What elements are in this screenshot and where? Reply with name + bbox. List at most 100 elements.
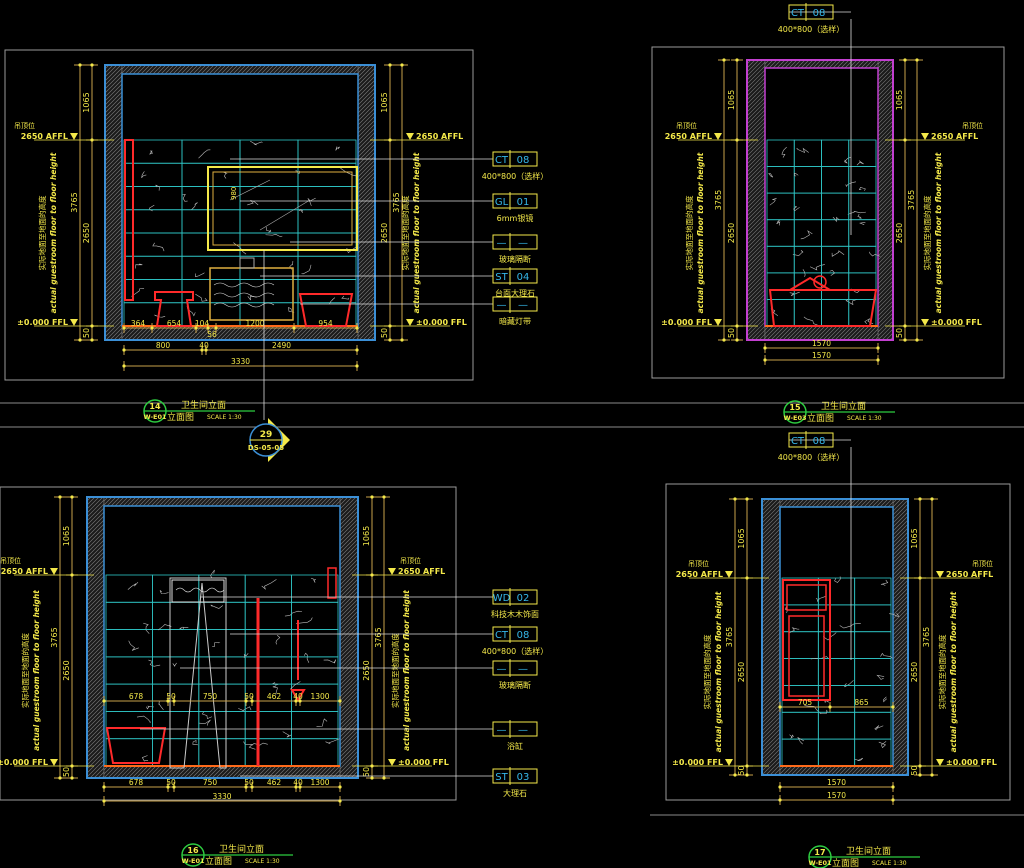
- marble-vein: [797, 737, 805, 745]
- marble-vein: [822, 632, 837, 641]
- dimension-value: 1065: [737, 528, 746, 548]
- tag-number: 01: [517, 197, 530, 208]
- ceiling-label: 吊顶位: [676, 121, 697, 130]
- level-marker-icon: [714, 319, 722, 326]
- cabinet-door: [782, 579, 831, 701]
- level-value: ±0.000 FFL: [398, 758, 449, 767]
- marble-vein: [341, 295, 350, 300]
- wall-hatch: [86, 496, 105, 779]
- tag-label: 台面大理石: [495, 288, 535, 298]
- marble-vein: [238, 706, 252, 711]
- dimension-value: 1300: [310, 778, 329, 787]
- marble-vein: [251, 742, 268, 746]
- marble-vein: [856, 160, 864, 166]
- tag-number: —: [518, 725, 528, 736]
- marble-vein: [858, 186, 866, 191]
- dimension-value: 1570: [812, 339, 831, 348]
- height-note-cn: 实际地面至地面的高度: [702, 634, 712, 709]
- level-value: ±0.000 FFL: [416, 318, 467, 327]
- height-note-en: actual guestroom floor to floor height: [714, 591, 723, 752]
- level-marker-icon: [725, 571, 733, 578]
- marble-vein: [793, 206, 800, 212]
- mirror-inner: [212, 171, 353, 246]
- dimension-node: [244, 699, 248, 703]
- dimension-value: 750: [203, 778, 218, 787]
- material-tag-box: [492, 626, 538, 642]
- marble-vein: [141, 755, 149, 762]
- dimension-node: [292, 326, 296, 330]
- dimension-node: [918, 497, 922, 501]
- dimension-value: 40: [199, 341, 209, 350]
- marble-vein: [800, 230, 813, 240]
- ceiling-label: 吊顶位: [400, 556, 421, 565]
- marble-vein: [796, 147, 809, 154]
- dimension-value: 50: [166, 692, 176, 701]
- height-note-en: actual guestroom floor to floor height: [402, 590, 411, 751]
- toilet: [154, 291, 194, 327]
- level-marker-icon: [70, 133, 78, 140]
- dimension-node: [733, 773, 737, 777]
- tag-number: 08: [517, 155, 530, 166]
- level-marker-icon: [936, 571, 944, 578]
- dimension-node: [722, 338, 726, 342]
- dimension-value: 705: [798, 698, 813, 707]
- level-marker-icon: [70, 319, 78, 326]
- marble-vein: [876, 674, 885, 680]
- dimension-value: 56: [207, 330, 217, 339]
- material-tag-box: [492, 721, 538, 737]
- dimension-value: 50: [727, 328, 736, 338]
- view-title: 卫生间立面: [181, 399, 226, 411]
- dimension-node: [172, 785, 176, 789]
- view-frame: [651, 46, 1005, 379]
- ceiling-label: 吊顶位: [0, 556, 21, 565]
- marble-vein: [874, 725, 884, 731]
- marble-vein: [789, 734, 794, 739]
- level-value: ±0.000 FFL: [931, 318, 982, 327]
- dimension-node: [338, 785, 342, 789]
- dimension-value: 1200: [245, 319, 264, 328]
- dimension-node: [733, 497, 737, 501]
- cabinet-upper-panel: [786, 584, 827, 611]
- marble-vein: [198, 149, 211, 159]
- marble-vein: [789, 291, 800, 297]
- dimension-node: [355, 364, 359, 368]
- marble-vein: [847, 210, 866, 215]
- dimension-node: [930, 773, 934, 777]
- section-sheet: DS-05-05: [248, 444, 284, 452]
- tag-label: 400*800（选样）: [482, 171, 549, 181]
- mirror-dim: 980: [230, 187, 238, 200]
- dimension-value: 2650: [62, 660, 71, 680]
- dimension-node: [122, 326, 126, 330]
- marble-vein: [329, 297, 336, 305]
- tag-code: —: [497, 725, 507, 736]
- dimension-node: [90, 63, 94, 67]
- dimension-node: [200, 348, 204, 352]
- level-marker-icon: [50, 568, 58, 575]
- level-value: ±0.000 FFL: [661, 318, 712, 327]
- dimension-node: [102, 699, 106, 703]
- marble-vein: [146, 705, 155, 710]
- wood-panel: [171, 579, 225, 603]
- tag-code: CT: [791, 436, 805, 447]
- marble-vein: [883, 696, 887, 703]
- dimension-node: [763, 358, 767, 362]
- level-marker-icon: [388, 568, 396, 575]
- marble-vein: [198, 719, 211, 726]
- marble-vein: [335, 146, 340, 151]
- dimension-value: 50: [62, 767, 71, 777]
- dimension-value: 50: [244, 692, 254, 701]
- dimension-node: [298, 785, 302, 789]
- marble-vein: [195, 272, 205, 278]
- dimension-node: [294, 785, 298, 789]
- level-marker-icon: [406, 319, 414, 326]
- height-note-en: actual guestroom floor to floor height: [49, 152, 58, 313]
- shower-mixer: [290, 620, 306, 702]
- glass-door: [169, 577, 227, 769]
- marble-vein: [141, 171, 147, 179]
- marble-vein: [815, 596, 826, 603]
- tag-number: —: [518, 238, 528, 249]
- dimension-node: [338, 799, 342, 803]
